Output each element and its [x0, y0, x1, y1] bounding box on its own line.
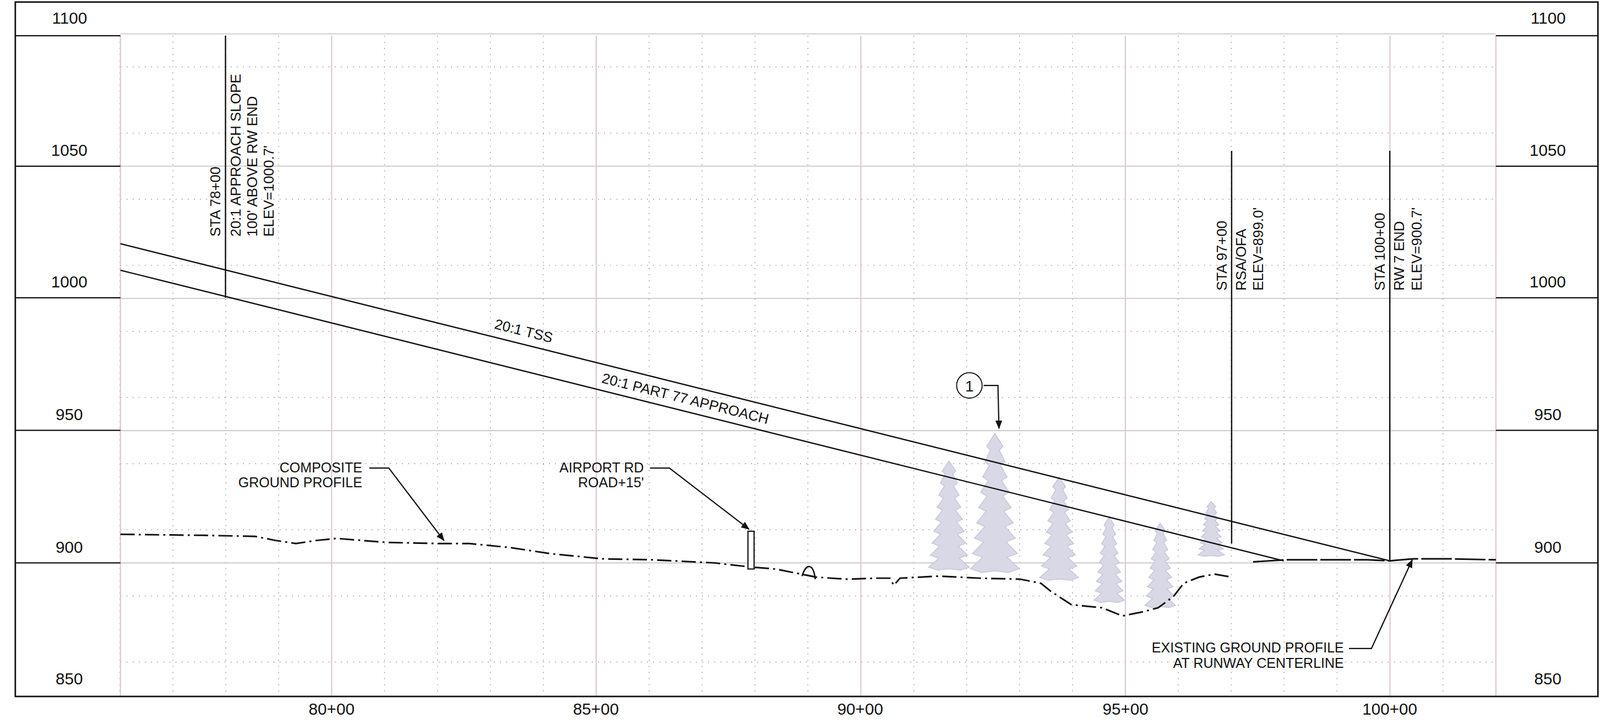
composite-ground-profile — [120, 534, 1232, 617]
leader-line — [1348, 559, 1413, 649]
leader-lines — [369, 385, 1413, 649]
axis-elevation: 1100 — [52, 9, 88, 28]
tree — [1144, 523, 1176, 608]
frame — [15, 2, 1598, 697]
tree — [1094, 516, 1125, 603]
axis-station: 90+00 — [837, 700, 884, 719]
station-lines — [225, 35, 1391, 562]
station-note: ELEV=899.0' — [1250, 207, 1267, 291]
axis-elevation: 1100 — [1530, 9, 1566, 28]
station-note: STA 97+00 — [1214, 220, 1231, 291]
axis-elevation: 1000 — [1529, 273, 1566, 292]
callout-number: 1 — [965, 376, 974, 394]
tree — [1198, 501, 1225, 557]
elevation-ticks — [15, 35, 1598, 564]
callout-label: EXISTING GROUND PROFILE AT RUNWAY CENTER… — [1135, 640, 1344, 672]
leader-line — [650, 467, 750, 530]
tree — [970, 433, 1020, 573]
ditch-profile — [802, 566, 816, 580]
station-note: STA 78+00 — [208, 166, 225, 237]
grid — [120, 33, 1496, 696]
axis-elevation: 1050 — [51, 141, 88, 160]
axis-elevation: 850 — [55, 670, 83, 689]
centerline-ground-profile — [1253, 558, 1496, 563]
tree — [1040, 477, 1079, 581]
axis-elevation: 850 — [1533, 670, 1561, 689]
station-note: ELEV=1000.7' — [260, 145, 277, 237]
station-note: 100' ABOVE RW END — [245, 95, 261, 237]
axis-elevation: 950 — [55, 405, 83, 424]
station-note: RSA/OFA — [1233, 228, 1250, 291]
leader-line — [369, 467, 444, 541]
axis-elevation: 900 — [1533, 538, 1561, 557]
axis-elevation: 950 — [1533, 405, 1561, 424]
imaginary-surfaces — [120, 243, 1391, 562]
surface-label: 20:1 TSS — [492, 316, 555, 347]
station-note: STA 100+00 — [1372, 212, 1389, 291]
station-note: ELEV=900.7' — [1408, 207, 1425, 291]
trees — [928, 433, 1225, 608]
axis-station: 100+00 — [1362, 700, 1418, 719]
axis-elevation: 1000 — [51, 273, 88, 292]
axis-station: 80+00 — [308, 700, 355, 719]
axis-station: 85+00 — [573, 700, 619, 719]
axis-elevation: 900 — [55, 538, 83, 557]
station-note: 20:1 APPROACH SLOPE — [228, 73, 245, 237]
axis-station: 95+00 — [1102, 700, 1148, 719]
station-note: RW 7 END — [1391, 221, 1408, 291]
leader-line — [983, 385, 1000, 429]
road-symbol — [747, 531, 754, 570]
callout-label: COMPOSITE GROUND PROFILE — [229, 459, 363, 491]
axis-elevation: 1050 — [1529, 141, 1566, 160]
callout-circle: 1 — [956, 372, 983, 399]
callout-label: AIRPORT RD ROAD+15' — [546, 459, 645, 491]
